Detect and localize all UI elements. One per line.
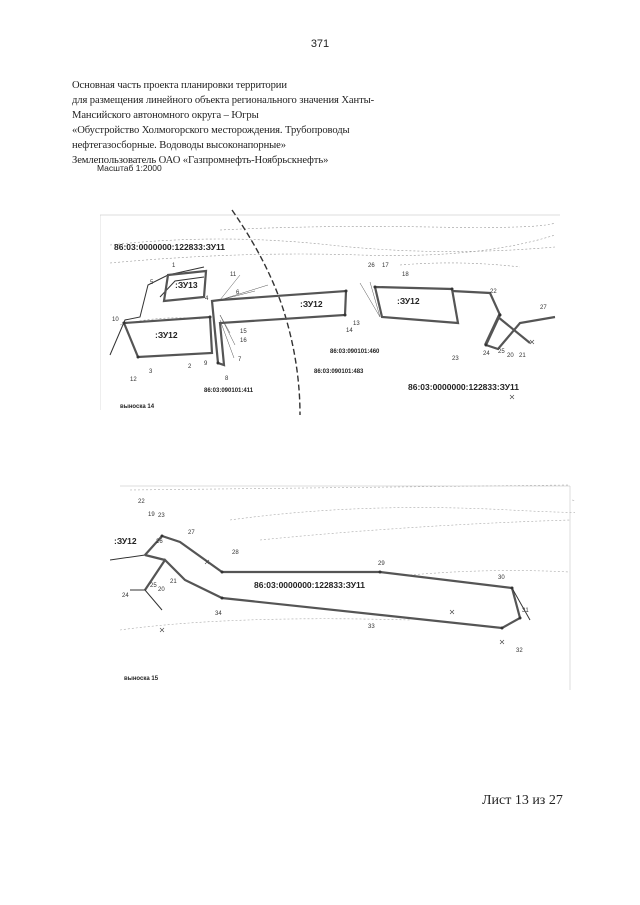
cadastral-label: 86:03:0000000:122833:ЗУ11	[408, 382, 519, 392]
point-number: 15	[240, 329, 247, 335]
point-number: 18	[402, 272, 409, 278]
point-number: 17	[382, 263, 389, 269]
point-number: 11	[230, 272, 237, 278]
map-14-drawing: 86:03:0000000:122833:ЗУ11 :ЗУ13 :ЗУ12 :З…	[100, 209, 560, 416]
point-number: 3	[149, 369, 153, 375]
point-number: 32	[516, 648, 523, 654]
cadastral-label: 86:03:0000000:122833:ЗУ11	[114, 242, 225, 252]
point-number: 25	[498, 349, 505, 355]
point-number: 21	[170, 579, 177, 585]
header-line: Мансийского автономного округа – Югры	[72, 110, 259, 121]
quarter-label: 86:03:090101:411	[204, 388, 254, 394]
header-line: «Обустройство Холмогорского месторождени…	[72, 125, 350, 136]
point-number: 31	[522, 608, 529, 614]
point-number: 21	[519, 353, 526, 359]
point-number: 22	[490, 289, 497, 295]
point-number: 13	[353, 321, 360, 327]
callout-caption: выноска 15	[124, 676, 159, 682]
point-number: 29	[378, 561, 385, 567]
point-number: 12	[130, 377, 137, 383]
point-number: 7	[238, 357, 242, 363]
point-number: 24	[122, 593, 129, 599]
point-number: 34	[215, 611, 222, 617]
point-number: 25	[150, 583, 157, 589]
point-number: 8	[225, 376, 229, 382]
point-number: 27	[188, 530, 195, 536]
zu13-label: :ЗУ13	[175, 280, 198, 290]
callout-caption: выноска 14	[120, 404, 155, 410]
point-number: 33	[368, 624, 375, 630]
point-number: 26	[368, 263, 375, 269]
quarter-label: 86:03:090101:483	[314, 369, 364, 375]
point-number: 23	[158, 513, 165, 519]
point-number: 5	[150, 280, 154, 286]
zu12-label: :ЗУ12	[300, 299, 323, 309]
zu12-label: :ЗУ12	[397, 296, 420, 306]
point-number: 2	[188, 364, 192, 370]
header-line: для размещения линейного объекта региона…	[72, 95, 375, 106]
map-callout-15: :ЗУ12 86:03:0000000:122833:ЗУ11 выноска …	[110, 480, 575, 695]
document-header: Основная часть проекта планировки террит…	[72, 78, 402, 168]
point-number: 24	[483, 351, 490, 357]
sheet-footer: Лист 13 из 27	[482, 793, 563, 808]
point-number: 30	[498, 575, 505, 581]
scale-label: Масштаб 1:2000	[97, 163, 162, 173]
point-number: 10	[112, 317, 119, 323]
road-line	[231, 209, 301, 416]
point-number: 1	[172, 263, 176, 269]
cadastral-label: 86:03:0000000:122833:ЗУ11	[254, 580, 365, 590]
point-number: 14	[346, 328, 353, 334]
header-line: Землепользователь ОАО «Газпромнефть-Нояб…	[72, 155, 329, 166]
point-number: 16	[240, 338, 247, 344]
point-number: 20	[507, 353, 514, 359]
header-line: нефтегазосборные. Водоводы высоконапорны…	[72, 140, 286, 151]
point-number: 20	[158, 587, 165, 593]
map-callout-14: 86:03:0000000:122833:ЗУ11 :ЗУ13 :ЗУ12 :З…	[100, 205, 560, 420]
header-line: Основная часть проекта планировки террит…	[72, 80, 287, 91]
page-number: 371	[310, 38, 330, 50]
map-15-drawing: :ЗУ12 86:03:0000000:122833:ЗУ11 выноска …	[110, 484, 575, 690]
point-number: 23	[452, 356, 459, 362]
point-number: 9	[204, 361, 208, 367]
point-number: 6	[236, 290, 240, 296]
point-number: 4	[205, 296, 209, 302]
point-number: 19	[148, 512, 155, 518]
point-number: 28	[232, 550, 239, 556]
point-number: 22	[138, 499, 145, 505]
point-number: 26	[156, 539, 163, 545]
quarter-label: 86:03:090101:460	[330, 349, 380, 355]
zu12-label: :ЗУ12	[114, 536, 137, 546]
point-number: 27	[540, 305, 547, 311]
zu12-label: :ЗУ12	[155, 330, 178, 340]
